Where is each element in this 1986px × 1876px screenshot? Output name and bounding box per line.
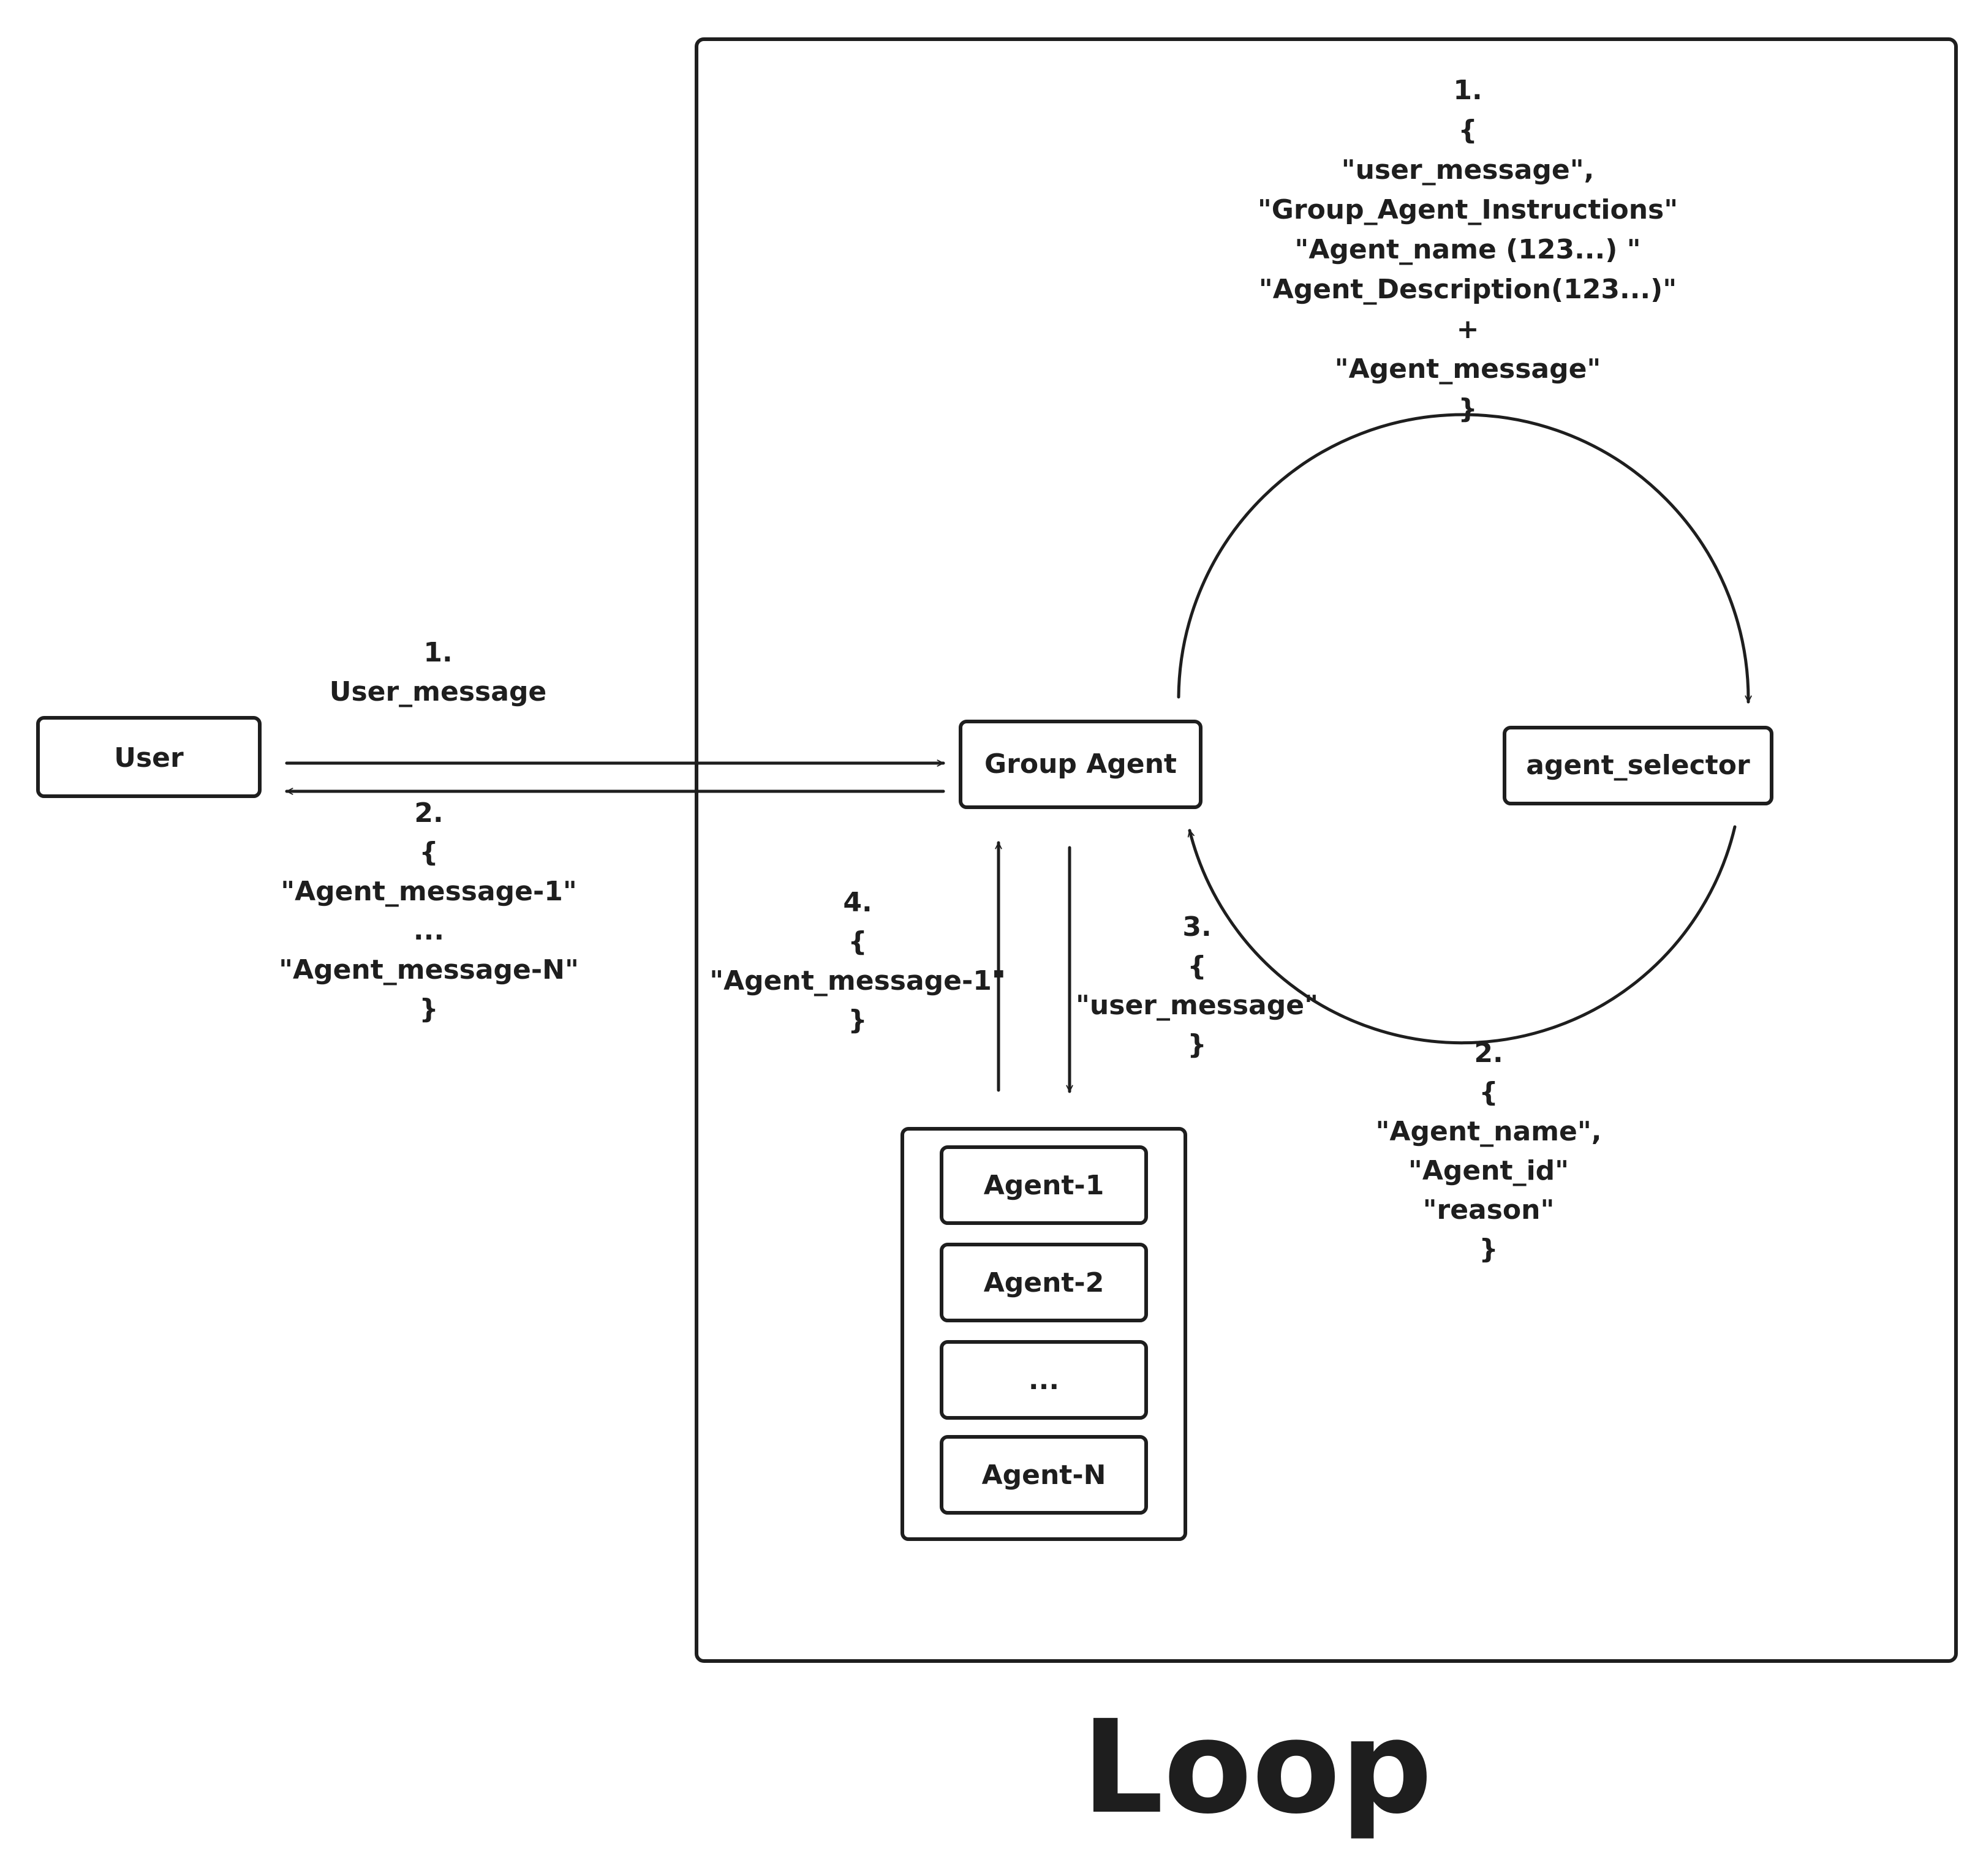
- group-to-user-line: ...: [413, 915, 444, 946]
- agent-n-node[interactable]: Agent-N: [940, 1435, 1148, 1515]
- agent-1-label: Agent-1: [984, 1170, 1104, 1201]
- group-to-user-line: "Agent_message-1": [281, 876, 577, 907]
- group-to-user-label: 2. { "Agent_message-1"... "Agent_message-N"…: [279, 797, 579, 1025]
- user-to-group-label: 1. User_message: [330, 637, 547, 707]
- from-agents-label: 4. { "Agent_message-1"}: [709, 887, 1006, 1036]
- to-selector-line: {: [1458, 115, 1477, 146]
- user-node[interactable]: User: [36, 716, 262, 798]
- group-to-selector-arc: [1177, 413, 1752, 704]
- from-selector-line: "reason": [1423, 1194, 1555, 1226]
- from-agents-line: }: [848, 1004, 867, 1036]
- agent-ellipsis-node[interactable]: ...: [940, 1340, 1148, 1420]
- loop-title: Loop: [1082, 1692, 1433, 1842]
- from-agents-line: 4.: [843, 887, 872, 918]
- from-agents-line: {: [848, 926, 867, 957]
- group-agent-node[interactable]: Group Agent: [959, 720, 1203, 809]
- to-selector-label: 1. { "user_message", "Group_Agent_Instructi…: [1258, 75, 1678, 424]
- to-agents-label: 3. { "user_message"}: [1076, 911, 1318, 1060]
- agent-n-label: Agent-N: [982, 1460, 1106, 1491]
- agent-ellipsis-label: ...: [1029, 1365, 1059, 1396]
- to-selector-line: +: [1457, 314, 1479, 345]
- group-to-user-line: 2.: [414, 797, 443, 829]
- from-selector-line: "Agent_id": [1408, 1155, 1569, 1186]
- from-selector-label: 2. { "Agent_name", "Agent_id" "reason"}: [1375, 1038, 1601, 1265]
- from-selector-line: 2.: [1474, 1038, 1503, 1069]
- agent-2-node[interactable]: Agent-2: [940, 1243, 1148, 1322]
- group-agent-node-label: Group Agent: [984, 748, 1177, 780]
- agent-2-label: Agent-2: [984, 1267, 1104, 1298]
- to-selector-line: "Agent_Description(123...)": [1259, 274, 1677, 305]
- user-node-label: User: [114, 742, 184, 774]
- from-selector-line: "Agent_name",: [1375, 1116, 1601, 1147]
- selector-to-group-arc: [1187, 825, 1737, 1045]
- to-agents-line: "user_message": [1076, 990, 1318, 1021]
- to-selector-line: }: [1458, 393, 1477, 424]
- group-to-user-line: }: [419, 993, 438, 1025]
- group-to-user-line: "Agent_message-N": [279, 954, 579, 985]
- agent-1-node[interactable]: Agent-1: [940, 1145, 1148, 1225]
- to-agents-line: {: [1187, 951, 1206, 982]
- to-agents-line: 3.: [1182, 911, 1211, 943]
- to-selector-line: "Agent_message": [1335, 353, 1601, 385]
- user-to-group-line: 1.: [423, 637, 452, 668]
- from-selector-line: {: [1479, 1077, 1498, 1108]
- to-selector-line: "Group_Agent_Instructions": [1258, 194, 1678, 225]
- from-selector-line: }: [1479, 1234, 1498, 1265]
- to-selector-line: 1.: [1453, 75, 1482, 106]
- agent-selector-node[interactable]: agent_selector: [1503, 726, 1773, 805]
- user-to-group-line: User_message: [330, 676, 547, 707]
- to-agents-line: }: [1187, 1029, 1206, 1060]
- agent-selector-node-label: agent_selector: [1526, 750, 1750, 781]
- from-agents-line: "Agent_message-1": [709, 965, 1006, 996]
- to-selector-line: "Agent_name (123...) ": [1294, 234, 1641, 265]
- to-selector-line: "user_message",: [1342, 154, 1595, 186]
- group-to-user-line: {: [419, 837, 438, 868]
